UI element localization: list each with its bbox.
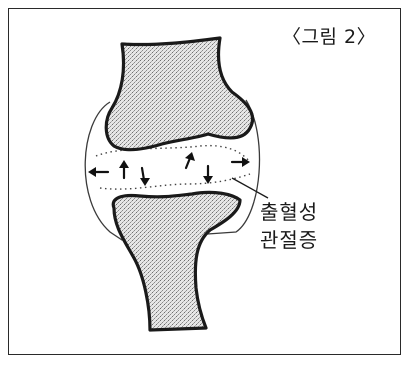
callout-label-line1: 출혈성 xyxy=(260,202,318,222)
callout-leader xyxy=(232,178,268,198)
arrow-right xyxy=(232,157,250,167)
arrow-left xyxy=(88,167,108,177)
upper-bone xyxy=(106,38,252,150)
arrow-down-1 xyxy=(140,168,150,186)
lower-bone xyxy=(113,192,240,330)
callout-label-line2: 관절증 xyxy=(260,230,318,250)
synovial-boundary-lower xyxy=(100,174,250,189)
arrow-down-2 xyxy=(203,166,213,184)
arrow-up-2 xyxy=(185,152,195,168)
arrow-up-1 xyxy=(119,160,129,178)
figure-title: 〈그림 2〉 xyxy=(282,28,376,47)
